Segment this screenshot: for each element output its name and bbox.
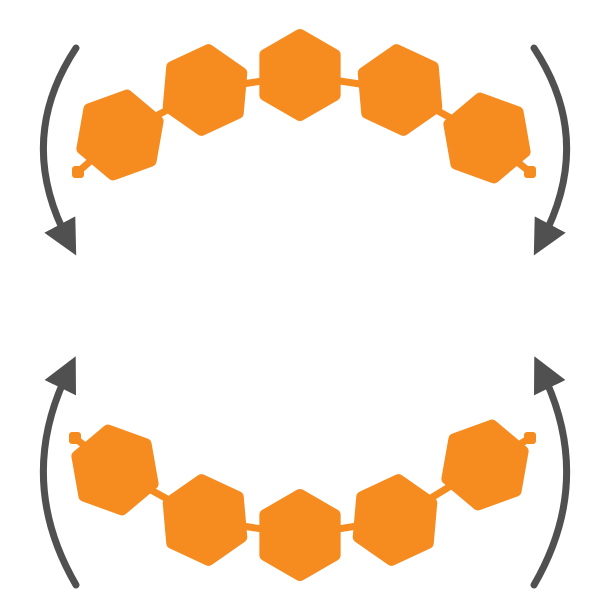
hexagon-bead-icon (443, 92, 531, 184)
hexagon-bead-icon (259, 489, 341, 581)
hexagon-bead-icon (71, 424, 159, 516)
string-end-knot (72, 166, 84, 178)
hexagon-bead-icon (76, 89, 164, 181)
hexagon-bead-icon (162, 474, 248, 566)
string-end-knot (524, 432, 536, 444)
string-end-knot (69, 432, 81, 444)
hexagon-bead-icon (352, 474, 438, 566)
rotate-arrow-icon (530, 44, 571, 256)
string-end-knot (524, 166, 536, 178)
rotate-arrow-icon (530, 356, 571, 589)
hexagon-bead-icon (441, 419, 529, 511)
hexagon-bead-icon (162, 44, 248, 136)
hexagon-bead-icon (259, 29, 341, 121)
rotate-arrow-icon (39, 356, 80, 589)
hexagon-bead-icon (357, 44, 443, 136)
rotate-arrow-icon (39, 44, 80, 256)
